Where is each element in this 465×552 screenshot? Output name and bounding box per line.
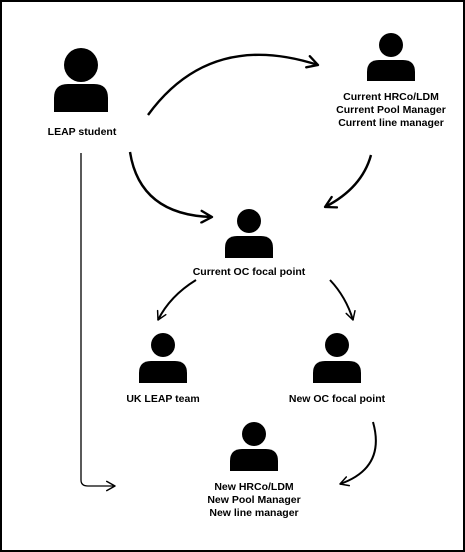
label-uk-leap: UK LEAP team <box>103 393 223 406</box>
label-line: New line manager <box>209 507 299 519</box>
label-line: LEAP student <box>47 126 117 138</box>
label-line: New OC focal point <box>288 393 386 405</box>
label-new-managers: New HRCo/LDM New Pool Manager New line m… <box>194 481 314 520</box>
person-icon-current-managers <box>367 33 415 81</box>
label-current-managers: Current HRCo/LDM Current Pool Manager Cu… <box>326 91 456 130</box>
label-line: New Pool Manager <box>207 494 301 506</box>
person-icon-leap-student <box>54 48 108 112</box>
arrow-student-to-new-managers <box>80 153 116 492</box>
person-icon-uk-leap <box>139 333 187 383</box>
label-line: Current OC focal point <box>192 266 306 278</box>
arrow-new-oc-to-new-managers <box>339 421 377 487</box>
label-line: Current HRCo/LDM <box>343 91 439 103</box>
arrow-current-oc-to-new-oc <box>329 279 356 321</box>
arrow-current-oc-to-uk-leap <box>156 279 197 321</box>
label-leap-student: LEAP student <box>22 126 142 139</box>
arrow-student-to-current-managers <box>147 53 320 116</box>
label-line: Current Pool Manager <box>336 104 446 116</box>
label-line: Current line manager <box>338 117 444 129</box>
label-new-oc: New OC focal point <box>277 393 397 406</box>
label-current-oc: Current OC focal point <box>179 266 319 279</box>
person-icon-new-oc <box>313 333 361 383</box>
arrow-current-managers-to-current-oc <box>323 154 373 209</box>
person-icon-current-oc <box>225 209 273 258</box>
label-line: UK LEAP team <box>126 393 200 405</box>
label-line: New HRCo/LDM <box>214 481 294 493</box>
arrow-student-to-current-oc <box>128 151 214 224</box>
person-icon-new-managers <box>230 422 278 471</box>
